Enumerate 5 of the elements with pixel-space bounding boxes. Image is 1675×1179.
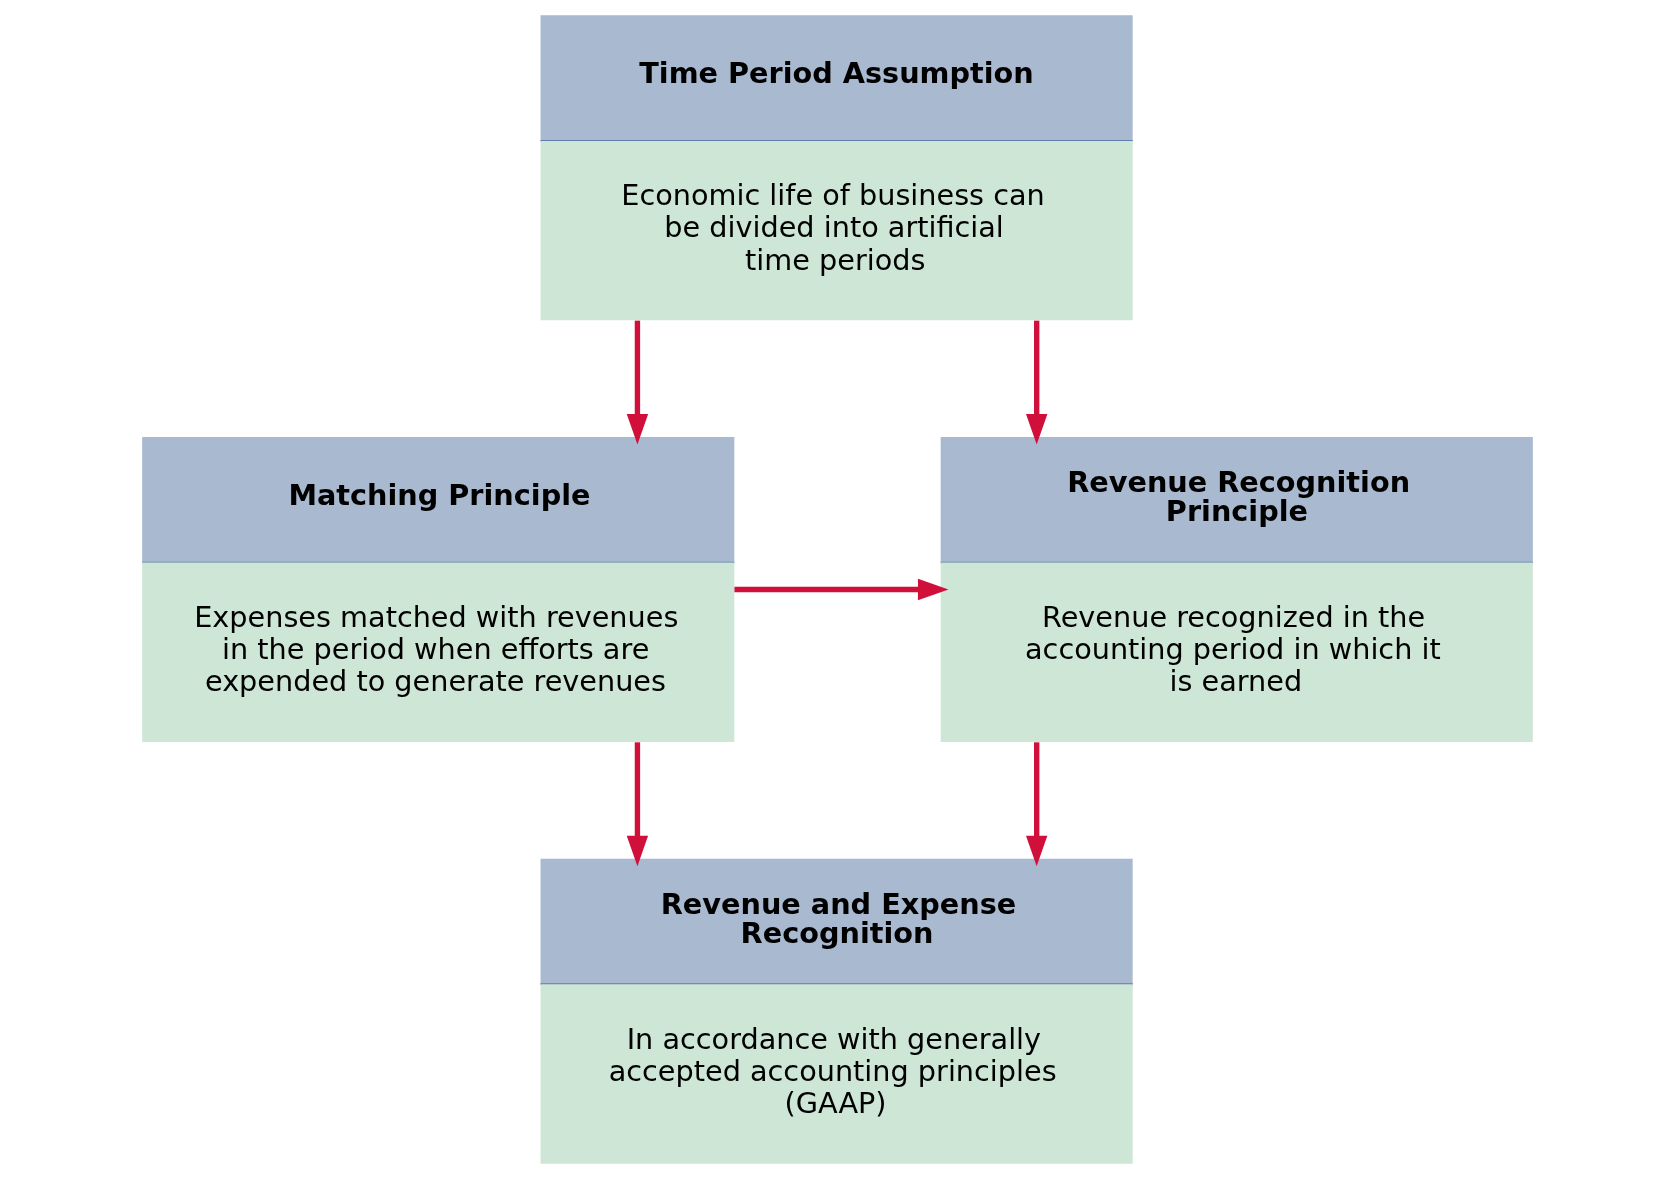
arrow	[734, 578, 949, 601]
arrow	[626, 320, 649, 445]
arrow	[1025, 742, 1048, 867]
arrow	[626, 742, 649, 867]
arrow	[1025, 320, 1048, 445]
